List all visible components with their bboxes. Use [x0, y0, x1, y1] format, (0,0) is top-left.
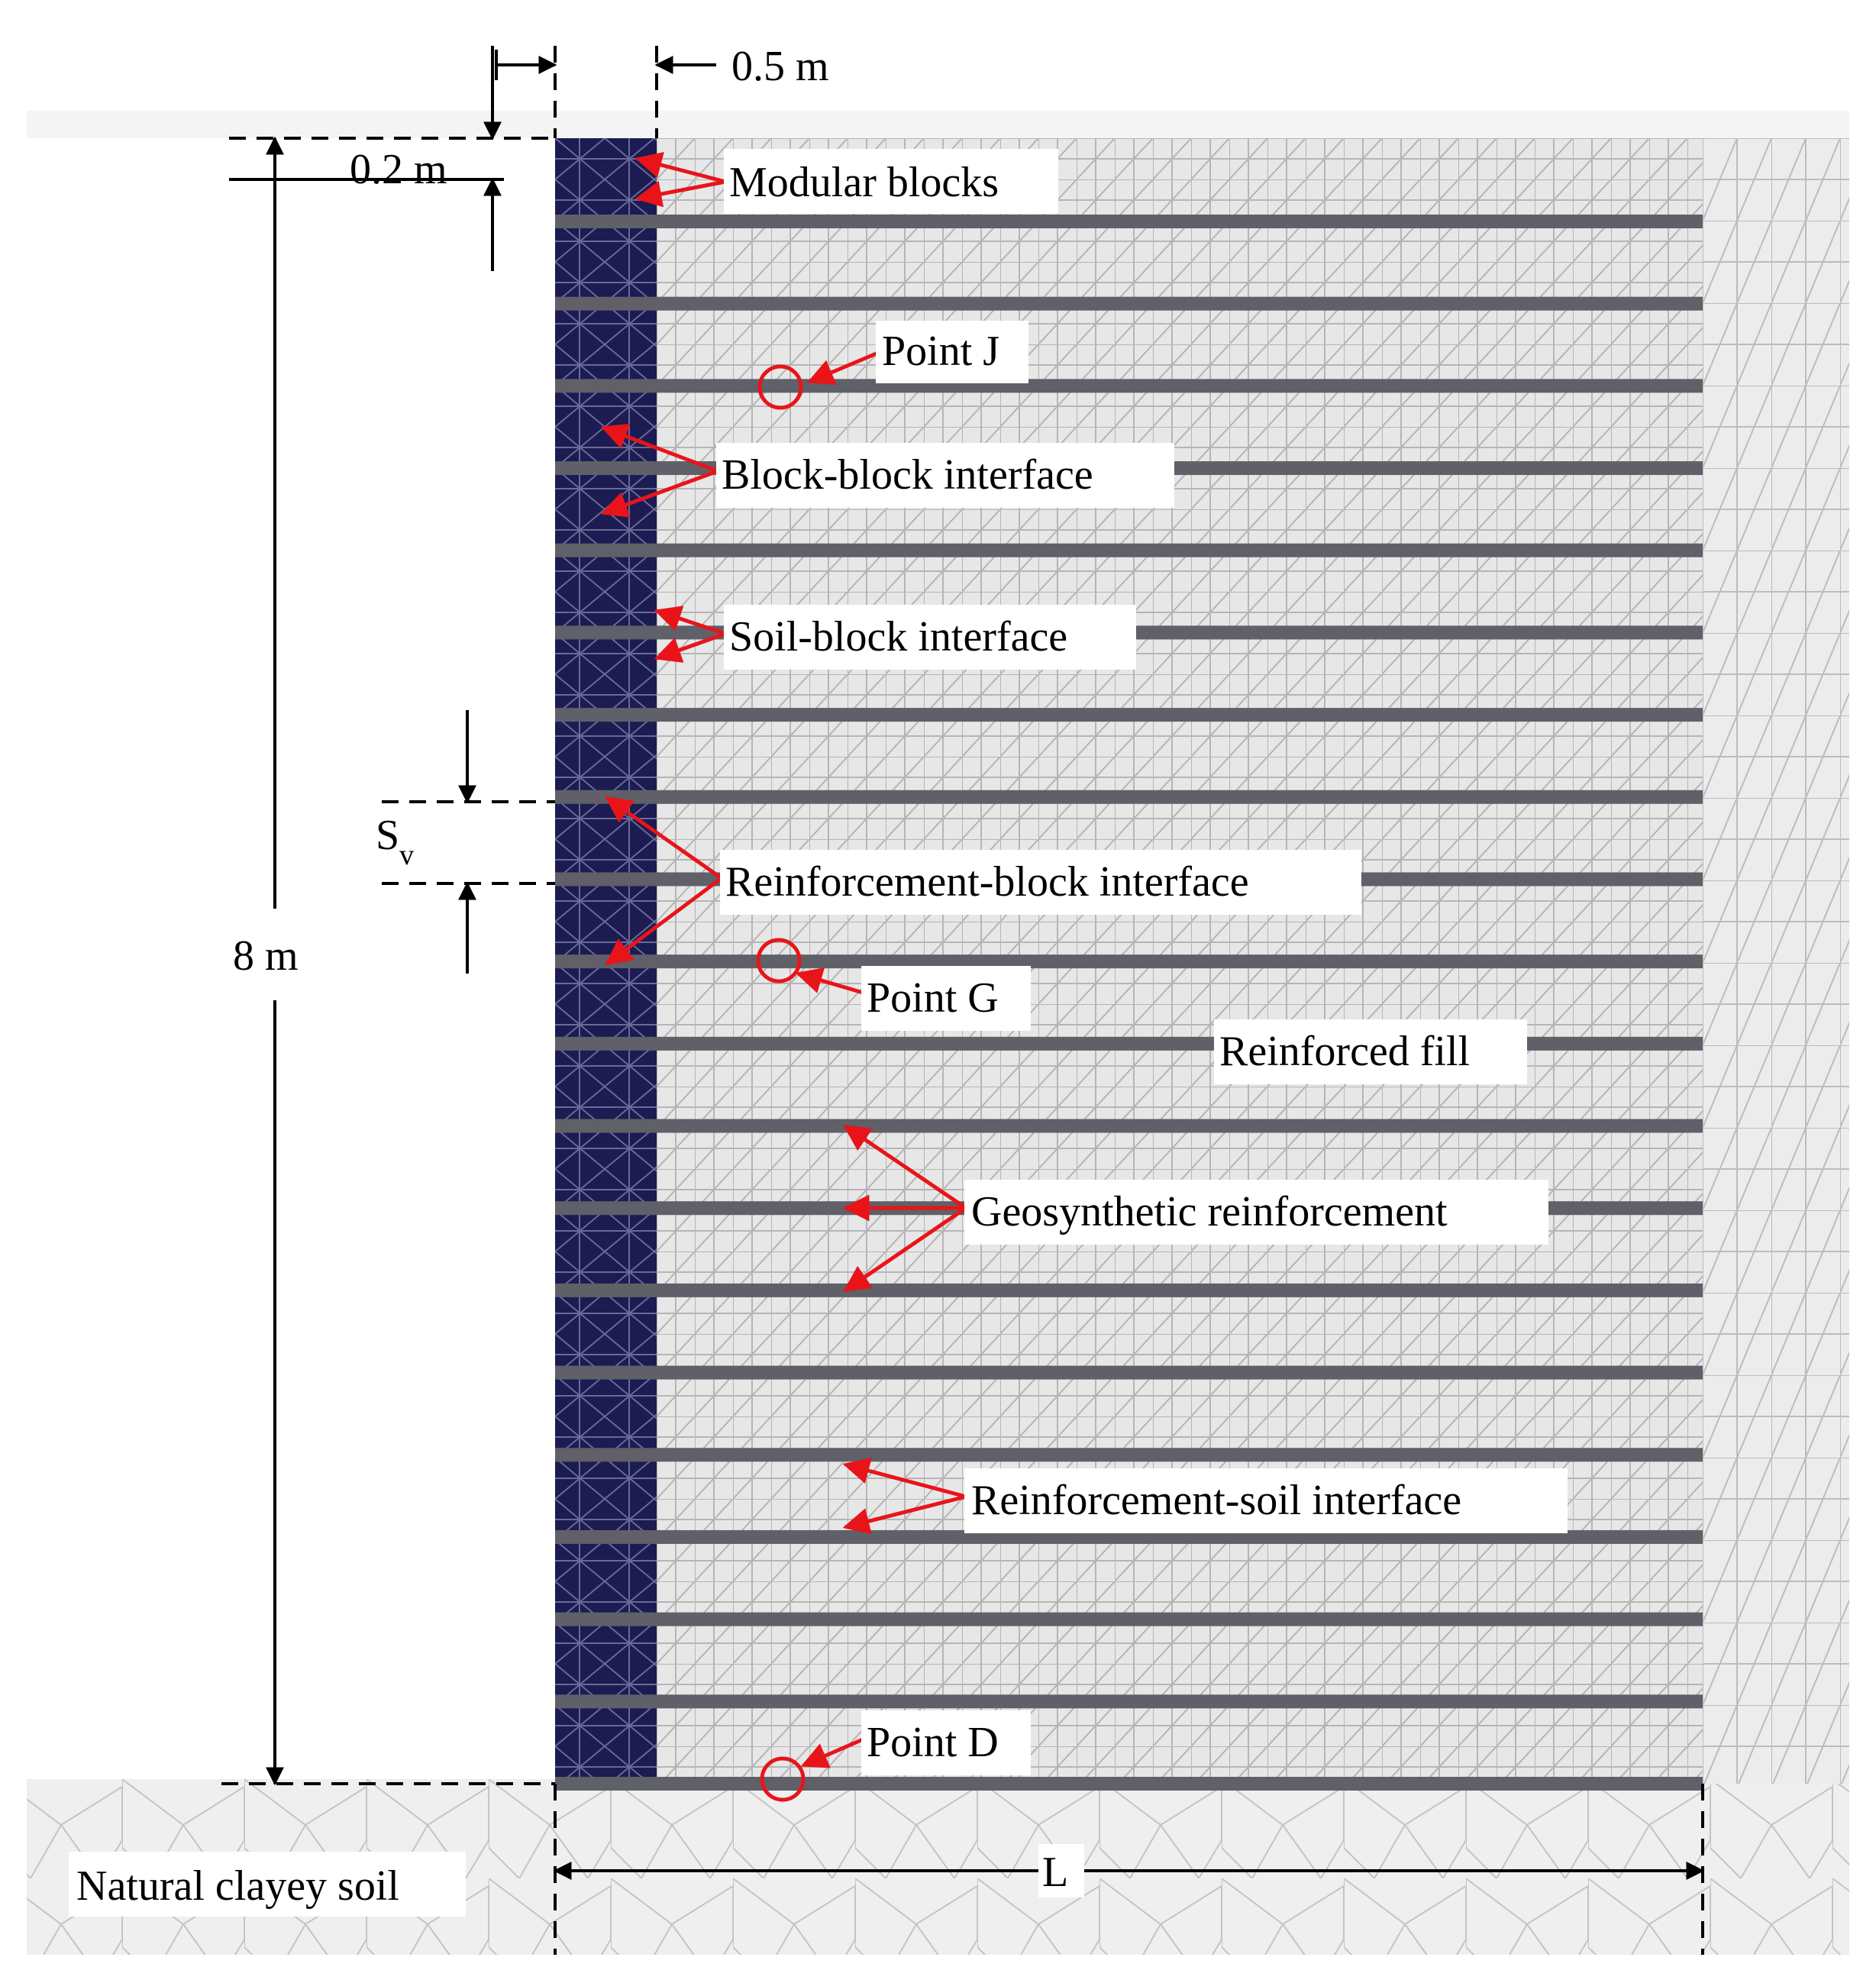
label-reinforcement-block-interface: Reinforcement-block interface	[725, 858, 1249, 906]
label-point-d: Point D	[867, 1719, 999, 1766]
measurement-points	[756, 364, 806, 1802]
reinforcement-layer	[555, 543, 1703, 557]
label-point-g: Point G	[867, 974, 999, 1022]
point-j-marker	[757, 364, 803, 410]
reinforcement-layer	[555, 1694, 1703, 1709]
top-surface	[27, 111, 1849, 138]
reinforcement-layer	[555, 1119, 1703, 1133]
reinforcement-layer	[555, 1612, 1703, 1626]
reinforcement-layer	[555, 708, 1703, 722]
point-d-marker	[760, 1756, 806, 1802]
dim-length: L	[1042, 1849, 1068, 1896]
dim-spacing-sub: v	[399, 839, 414, 871]
dim-block-height: 0.2 m	[350, 146, 447, 193]
reinforcement-layer	[555, 790, 1703, 804]
dim-wall-height: 8 m	[233, 932, 299, 980]
label-modular-blocks: Modular blocks	[729, 159, 999, 206]
reinforcement-layer	[555, 1036, 1703, 1051]
reinforcement-layer	[555, 1777, 1703, 1791]
label-soil-block-interface: Soil-block interface	[729, 613, 1067, 660]
reinforcement-layer	[555, 1448, 1703, 1462]
point-g-marker	[756, 938, 802, 983]
label-geosynthetic-reinforcement: Geosynthetic reinforcement	[971, 1188, 1448, 1235]
reinforcement-layer	[555, 1365, 1703, 1380]
retained-soil	[1703, 138, 1849, 1784]
label-reinforcement-soil-interface: Reinforcement-soil interface	[971, 1477, 1461, 1524]
dim-spacing: Sv	[376, 812, 414, 871]
label-reinforced-fill: Reinforced fill	[1219, 1028, 1470, 1075]
label-backgrounds	[69, 149, 1568, 1917]
dim-spacing-main: S	[376, 812, 399, 859]
annotation-arrows	[600, 152, 967, 1768]
reinforcement-layer	[555, 379, 1703, 393]
label-point-j: Point J	[882, 328, 999, 375]
dim-block-width: 0.5 m	[731, 43, 829, 90]
reinforcement-layer	[555, 1529, 1703, 1544]
label-block-block-interface: Block-block interface	[722, 451, 1093, 499]
reinforcement-layer	[555, 215, 1703, 228]
reinforcement-layer	[555, 954, 1703, 969]
dimension-arrows	[229, 46, 1705, 1880]
label-natural-clayey-soil: Natural clayey soil	[76, 1862, 399, 1910]
reinforcement-layer	[555, 1283, 1703, 1297]
reinforcement-layer	[555, 296, 1703, 311]
